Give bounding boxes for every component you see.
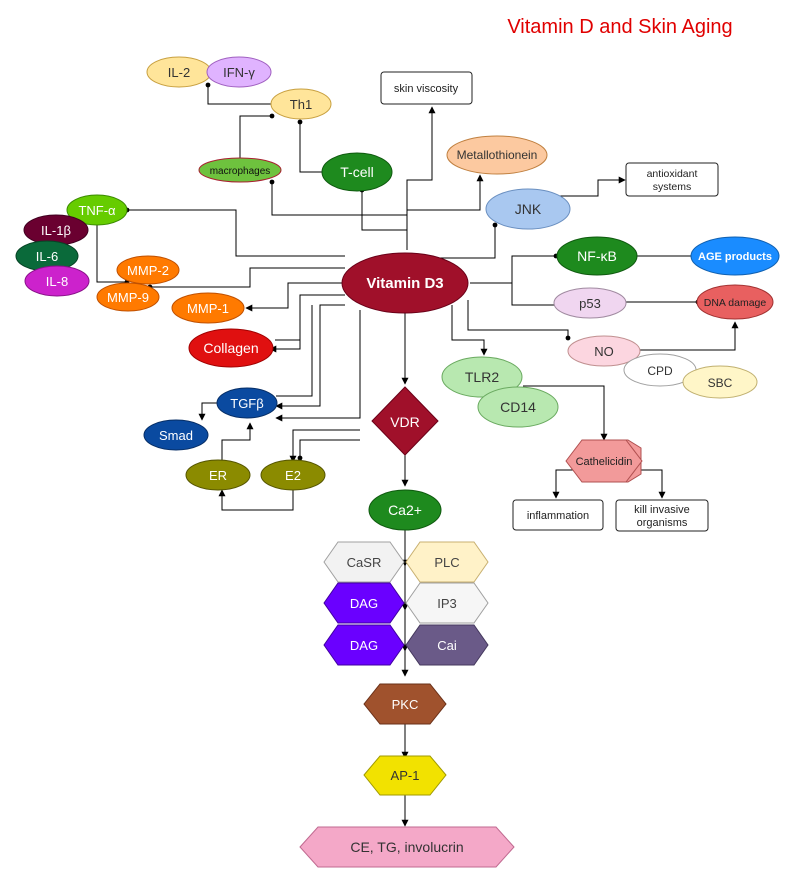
il6-node: IL-6 [15, 240, 79, 272]
il8-label: IL-8 [46, 274, 68, 289]
mmp9-node: MMP-9 [96, 282, 160, 312]
ip3-node: IP3 [405, 582, 489, 624]
dag2-node: DAG [323, 624, 405, 666]
cd14-node: CD14 [477, 386, 559, 428]
ip3-label: IP3 [437, 596, 457, 611]
vdr-node: VDR [371, 386, 439, 456]
tcell-label: T-cell [340, 164, 373, 180]
antioxidant-label-1: antioxidant [647, 168, 698, 180]
metallothionein-node: Metallothionein [446, 135, 548, 175]
connector-lines [96, 82, 739, 827]
jnk-label: JNK [515, 201, 542, 217]
no-node: NO [567, 335, 641, 367]
mmp2-node: MMP-2 [116, 255, 180, 285]
nfkb-node: NF-κB [556, 236, 638, 276]
mmp9-label: MMP-9 [107, 290, 149, 305]
p53-label: p53 [579, 296, 601, 311]
dna-damage-label: DNA damage [704, 297, 767, 309]
kill-organisms-node: kill invasive organisms [615, 499, 709, 532]
th1-label: Th1 [290, 97, 312, 112]
dag2-label: DAG [350, 638, 378, 653]
metallothionein-label: Metallothionein [457, 148, 538, 162]
dag1-label: DAG [350, 596, 378, 611]
ifng-label: IFN-γ [223, 65, 255, 80]
smad-node: Smad [143, 419, 209, 451]
collagen-label: Collagen [203, 340, 258, 356]
il8-node: IL-8 [24, 265, 90, 297]
cathelicidin-node: Cathelicidin [565, 439, 643, 483]
th1-node: Th1 [270, 88, 332, 120]
kill-organisms-label-2: organisms [637, 517, 688, 529]
casr-node: CaSR [323, 541, 405, 583]
cathelicidin-label: Cathelicidin [576, 456, 633, 468]
cai-label: Cai [437, 638, 457, 653]
il6-label: IL-6 [36, 249, 58, 264]
il2-node: IL-2 [146, 56, 212, 88]
diagram-title: Vitamin D and Skin Aging [507, 16, 733, 38]
il2-label: IL-2 [168, 65, 190, 80]
mmp1-label: MMP-1 [187, 301, 229, 316]
tlr2-node: TLR2 [441, 356, 523, 398]
p53-node: p53 [553, 287, 627, 319]
antioxidant-node: antioxidant systems [625, 162, 719, 197]
mmp2-label: MMP-2 [127, 263, 169, 278]
collagen-node: Collagen [188, 328, 274, 368]
skin-viscosity-node: skin viscosity [380, 71, 473, 105]
ca2-label: Ca2+ [388, 502, 422, 518]
ifng-node: IFN-γ [206, 56, 272, 88]
inflammation-node: inflammation [512, 499, 604, 531]
skin-viscosity-label: skin viscosity [394, 83, 459, 95]
cai-node: Cai [405, 624, 489, 666]
macrophages-label: macrophages [210, 166, 271, 177]
vdr-label: VDR [390, 414, 420, 430]
tnfa-label: TNF-α [78, 203, 116, 218]
antioxidant-label-2: systems [653, 181, 692, 193]
ce-tg-involucrin-label: CE, TG, involucrin [350, 839, 463, 855]
nfkb-label: NF-κB [577, 248, 617, 264]
il1b-node: IL-1β [23, 214, 89, 246]
cpd-node: CPD [623, 353, 697, 387]
smad-label: Smad [159, 428, 193, 443]
e2-node: E2 [260, 459, 326, 491]
age-products-label: AGE products [698, 251, 772, 263]
tgfb-label: TGFβ [230, 396, 263, 411]
age-products-node: AGE products [690, 236, 780, 276]
ce-tg-involucrin-node: CE, TG, involucrin [299, 826, 515, 868]
tgfb-node: TGFβ [216, 387, 278, 419]
il1b-label: IL-1β [41, 223, 71, 238]
vitamin-d3-label: Vitamin D3 [366, 275, 443, 292]
plc-label: PLC [434, 555, 459, 570]
cpd-label: CPD [647, 364, 673, 378]
pkc-node: PKC [363, 683, 447, 725]
e2-label: E2 [285, 468, 301, 483]
kill-organisms-label-1: kill invasive [634, 504, 690, 516]
sbc-label: SBC [708, 376, 733, 390]
ap1-node: AP-1 [363, 755, 447, 796]
macrophages-node: macrophages [198, 157, 282, 183]
dna-damage-node: DNA damage [696, 284, 774, 320]
sbc-node: SBC [682, 365, 758, 399]
plc-node: PLC [405, 541, 489, 583]
dag1-node: DAG [323, 582, 405, 624]
vitamin-d3-node: Vitamin D3 [341, 252, 469, 314]
ap1-label: AP-1 [391, 768, 420, 783]
ca2-node: Ca2+ [368, 489, 442, 531]
tlr2-label: TLR2 [465, 369, 499, 385]
casr-label: CaSR [347, 555, 382, 570]
no-label: NO [594, 344, 614, 359]
mmp1-node: MMP-1 [171, 292, 245, 324]
inflammation-label: inflammation [527, 510, 589, 522]
tcell-node: T-cell [321, 152, 393, 192]
cd14-label: CD14 [500, 399, 536, 415]
pkc-label: PKC [392, 697, 419, 712]
jnk-node: JNK [485, 188, 571, 230]
tnfa-node: TNF-α [66, 194, 128, 226]
er-label: ER [209, 468, 227, 483]
er-node: ER [185, 459, 251, 491]
